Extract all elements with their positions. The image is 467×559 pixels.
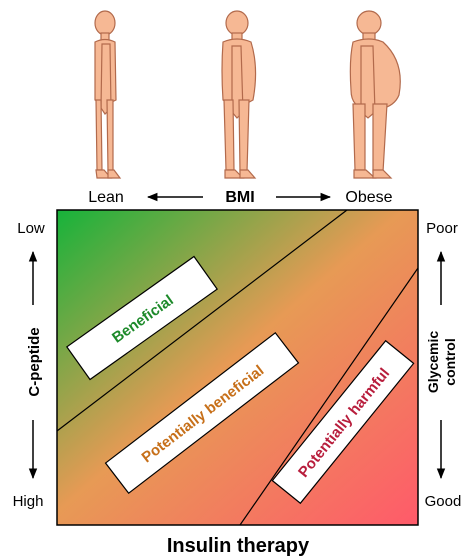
bmi-obese-label: Obese: [345, 189, 392, 206]
glycemic-poor-label: Poor: [426, 220, 458, 237]
lean-person-icon: [95, 11, 120, 178]
average-person-icon: [222, 11, 256, 178]
glycemic-title-line2: control: [442, 338, 458, 385]
glycemic-good-label: Good: [425, 493, 462, 510]
bmi-label: BMI: [225, 189, 254, 206]
c-peptide-high-label: High: [13, 493, 44, 510]
c-peptide-low-label: Low: [17, 220, 45, 237]
c-peptide-title: C-peptide: [26, 327, 43, 396]
obese-person-icon: [350, 11, 400, 178]
glycemic-title-line1: Glycemic: [425, 331, 441, 393]
bmi-lean-label: Lean: [88, 189, 124, 206]
insulin-therapy-title: Insulin therapy: [167, 535, 310, 557]
